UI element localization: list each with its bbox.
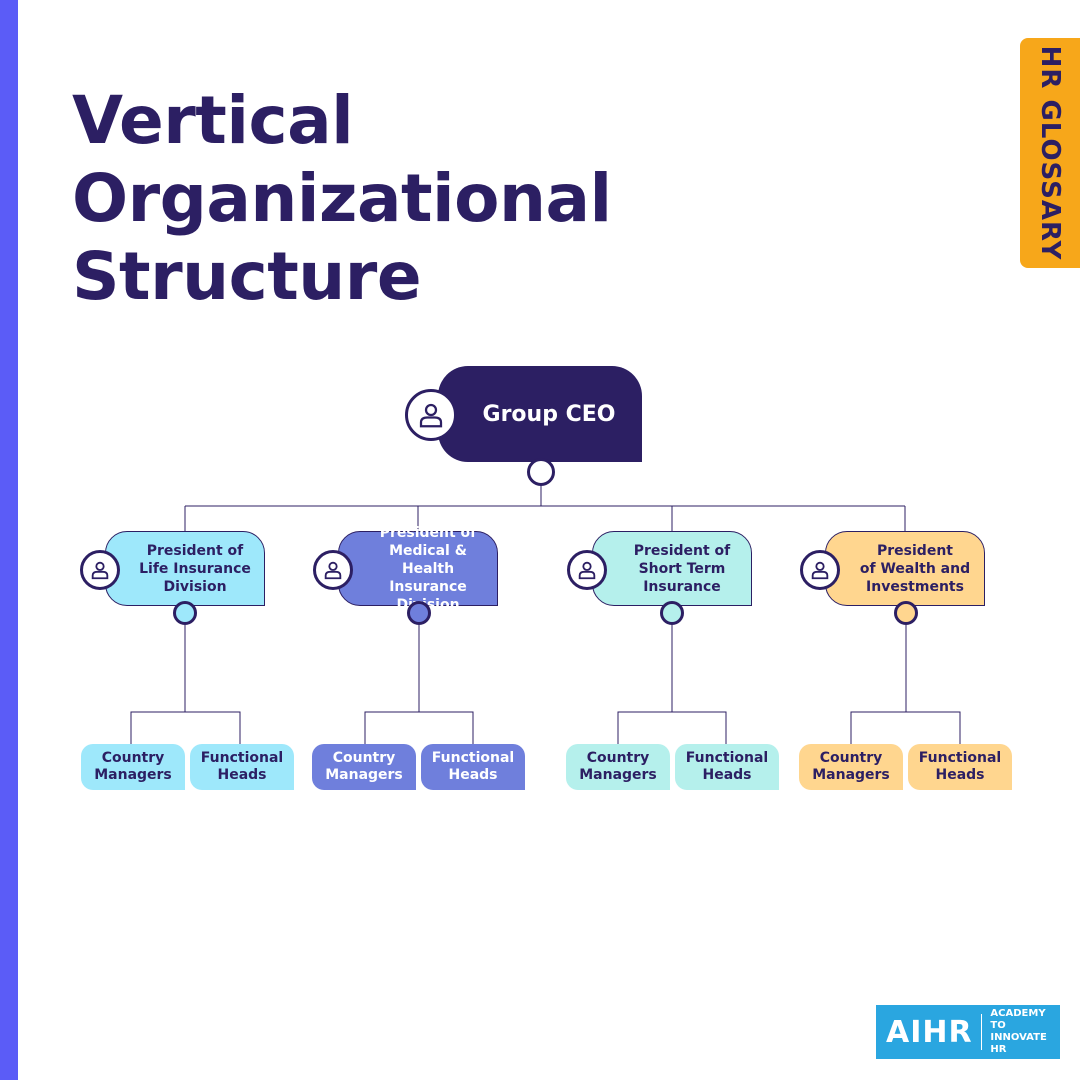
- label-line: Investments: [866, 578, 964, 595]
- label-line: Managers: [94, 767, 172, 783]
- node-label: Group CEO: [482, 401, 616, 427]
- branch-line: [850, 625, 961, 744]
- group-ceo-node: Group CEO: [438, 366, 642, 462]
- label-line: Life Insurance: [139, 560, 251, 577]
- division-node-wealth-investments: President of Wealth and Investments: [825, 531, 985, 606]
- division-connector-dot: [407, 601, 431, 625]
- label-line: Functional: [200, 750, 284, 766]
- label-line: Managers: [579, 767, 657, 783]
- label-line: Heads: [935, 767, 985, 783]
- division-node-short-term: President of Short Term Insurance: [592, 531, 752, 606]
- division-node-life-insurance: President of Life Insurance Division: [105, 531, 265, 606]
- aihr-logo: AIHR ACADEMY TO INNOVATE HR: [876, 1005, 1060, 1059]
- branch-line: [617, 625, 727, 744]
- logo-tagline: ACADEMY TO INNOVATE HR: [982, 1008, 1060, 1056]
- label-line: Heads: [217, 767, 267, 783]
- person-icon: [800, 550, 840, 590]
- label-line: Medical & Health: [389, 542, 467, 577]
- division-connector-dot: [894, 601, 918, 625]
- hr-glossary-badge: HR GLOSSARY: [1020, 38, 1080, 268]
- division-connector-dot: [173, 601, 197, 625]
- branch-line: [364, 625, 474, 744]
- branch-line: [130, 625, 241, 744]
- label-line: Heads: [702, 767, 752, 783]
- page-title: Vertical Organizational Structure: [72, 82, 612, 316]
- accent-bar: [0, 0, 18, 1080]
- node-label: President of Life Insurance Division: [139, 542, 251, 596]
- person-icon: [567, 550, 607, 590]
- division-node-medical-health: President of Medical & Health Insurance …: [338, 525, 498, 613]
- tagline-line: ACADEMY TO: [990, 1008, 1046, 1031]
- label-line: Functional: [431, 750, 515, 766]
- label-line: Country: [586, 750, 650, 766]
- label-line: President of: [146, 542, 244, 559]
- label-line: Managers: [812, 767, 890, 783]
- label-line: Country: [332, 750, 396, 766]
- label-line: President: [877, 542, 953, 559]
- label-line: Short Term: [638, 560, 726, 577]
- label-line: Heads: [448, 767, 498, 783]
- title-line: Organizational: [72, 160, 612, 237]
- ceo-connector-dot: [527, 458, 555, 486]
- label-line: Functional: [918, 750, 1002, 766]
- node-label: President of Wealth and Investments: [860, 542, 970, 596]
- logo-wordmark: AIHR: [886, 1014, 973, 1050]
- person-icon: [405, 389, 457, 441]
- label-line: President of: [633, 542, 731, 559]
- node-label: President of Medical & Health Insurance …: [365, 524, 491, 614]
- node-label: President of Short Term Insurance: [634, 542, 731, 596]
- label-line: Functional: [685, 750, 769, 766]
- division-connector-dot: [660, 601, 684, 625]
- label-line: Insurance: [643, 578, 721, 595]
- tagline-line: INNOVATE HR: [990, 1032, 1047, 1055]
- label-line: of Wealth and: [859, 560, 971, 577]
- label-line: Country: [101, 750, 165, 766]
- logo-divider: [980, 1014, 983, 1050]
- person-icon: [313, 550, 353, 590]
- label-line: Managers: [325, 767, 403, 783]
- label-line: Division: [163, 578, 227, 595]
- label-line: President of: [379, 524, 477, 541]
- label-line: Country: [819, 750, 883, 766]
- title-line: Vertical: [72, 82, 354, 159]
- person-icon: [80, 550, 120, 590]
- title-line: Structure: [72, 238, 422, 315]
